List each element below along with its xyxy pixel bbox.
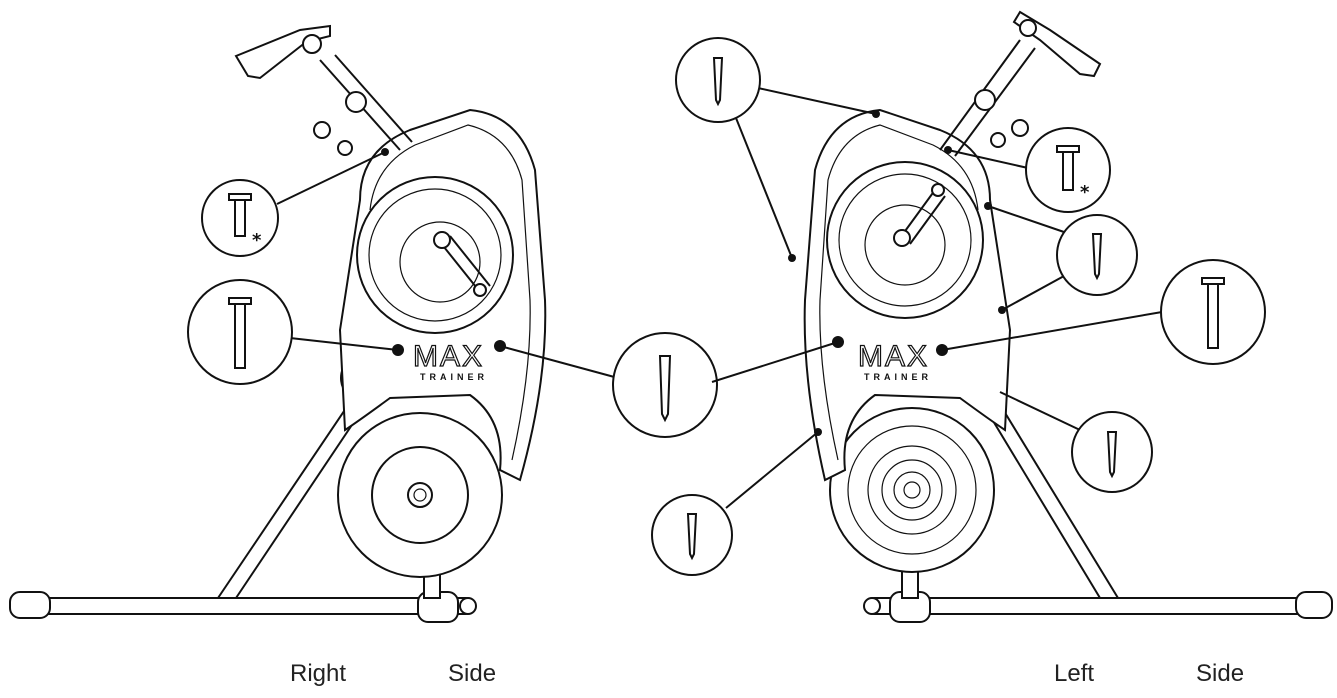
crank-arm <box>439 241 481 293</box>
logo-main: MAX <box>858 340 929 373</box>
logo-main: MAX <box>413 340 484 373</box>
flywheel <box>356 176 514 334</box>
foot-right <box>1295 591 1333 619</box>
left-side-callouts: * <box>651 37 1266 576</box>
logo-sub: TRAINER <box>420 372 488 382</box>
left-side-machine: MAX TRAINER <box>788 10 1333 623</box>
wheel <box>863 597 881 615</box>
note-star: * <box>252 230 262 251</box>
screw-icon <box>658 355 672 423</box>
bolt-icon <box>234 195 246 237</box>
front-leg <box>984 379 1119 599</box>
right-side-callouts: * <box>187 151 718 438</box>
fan-disc <box>829 407 995 573</box>
bolt-icon <box>1062 149 1074 191</box>
base-rail <box>29 597 471 615</box>
foot-left <box>9 591 51 619</box>
caption-right-side: Side <box>448 660 497 687</box>
note-star: * <box>1080 182 1090 203</box>
logo-sub: TRAINER <box>864 372 932 382</box>
caption-right: Right <box>290 660 347 687</box>
caption-left: Left <box>1054 660 1095 687</box>
screw-icon <box>1091 233 1103 281</box>
base-rail <box>869 597 1321 615</box>
bolt-icon <box>1207 281 1219 349</box>
bolt-icon <box>234 301 246 369</box>
caption-left-side: Side <box>1196 660 1245 687</box>
screw-icon <box>712 57 724 107</box>
screw-icon <box>1106 431 1118 479</box>
wheel <box>459 597 477 615</box>
screw-icon <box>686 513 698 561</box>
right-side-machine: MAX TRAINER <box>9 24 547 623</box>
front-leg <box>217 379 366 599</box>
